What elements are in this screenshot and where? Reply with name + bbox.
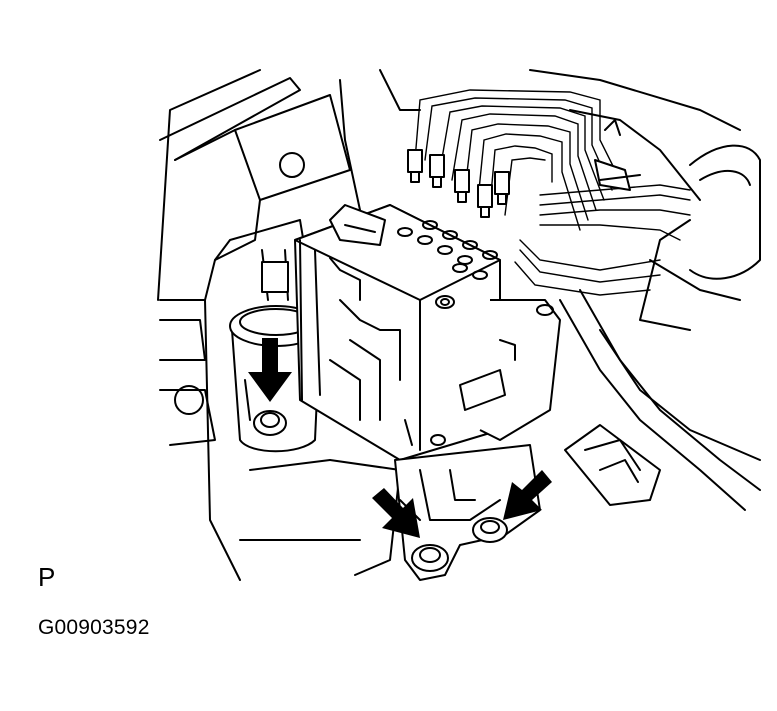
brake-lines: [414, 89, 691, 296]
brake-booster: [639, 144, 761, 331]
wire-harness: [559, 289, 761, 511]
bracket-bolt-bottom-left: [411, 544, 449, 572]
line-fittings: [407, 149, 510, 218]
arrow-left-bolt: [248, 338, 292, 402]
arrow-bottom-bolt-2: [503, 470, 552, 520]
view-letter: P: [38, 562, 56, 592]
bracket-bolt-left: [253, 410, 287, 436]
abs-actuator: [294, 204, 561, 461]
bracket-bolt-bottom-right: [472, 517, 508, 543]
bracket-bolts: [253, 410, 508, 572]
callout-arrows: [248, 338, 552, 538]
arrow-bottom-bolt-1: [372, 488, 420, 538]
figure-code: G00903592: [38, 616, 150, 639]
body-panels: [157, 69, 741, 581]
